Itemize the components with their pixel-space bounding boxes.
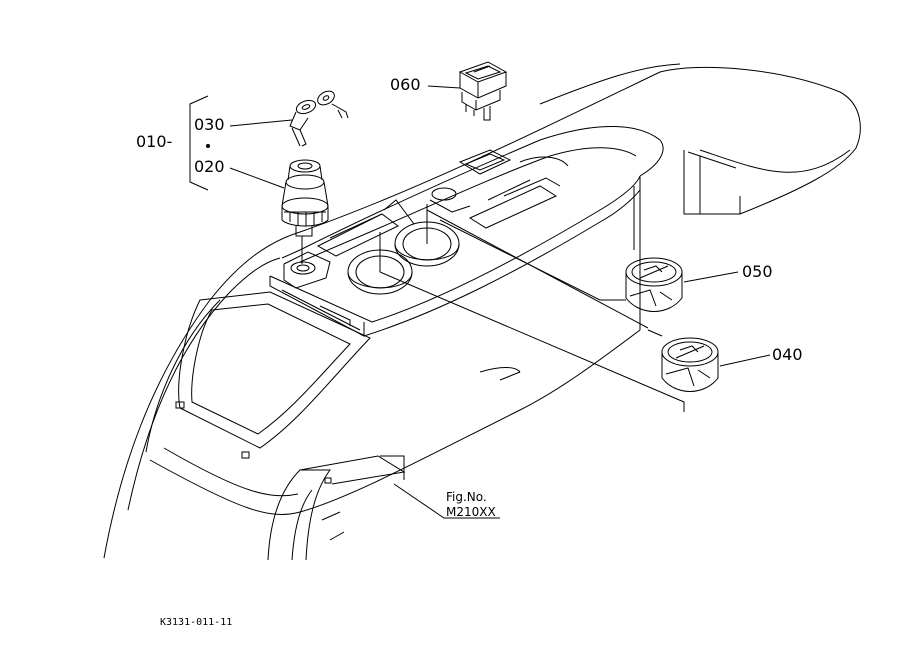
gauge-cutouts [348,222,459,294]
drawing-number: K3131-011-11 [160,617,233,628]
fender-window [176,292,370,458]
figure-reference: Fig.No. M210XX [446,490,496,520]
callout-060: 060 [390,75,421,94]
hour-meter-060 [460,62,506,120]
cab-post [268,456,404,560]
key-switch-seat [284,200,414,288]
figure-ref-number: M210XX [446,505,496,519]
callout-010: 010- [136,132,173,151]
bracket-dot [206,144,210,148]
panel-detail [430,150,568,228]
gauge-040 [662,338,718,392]
instrument-panel [270,64,860,336]
key-switch-020 [282,160,328,264]
callout-040: 040 [772,345,803,364]
callout-020: 020 [194,157,225,176]
figure-ref-label: Fig.No. [446,490,487,504]
gauge-050 [626,258,682,312]
leader-lines [190,86,770,518]
callout-030: 030 [194,115,225,134]
callout-050: 050 [742,262,773,281]
fender-body [104,232,640,558]
key-set-030 [290,88,348,146]
